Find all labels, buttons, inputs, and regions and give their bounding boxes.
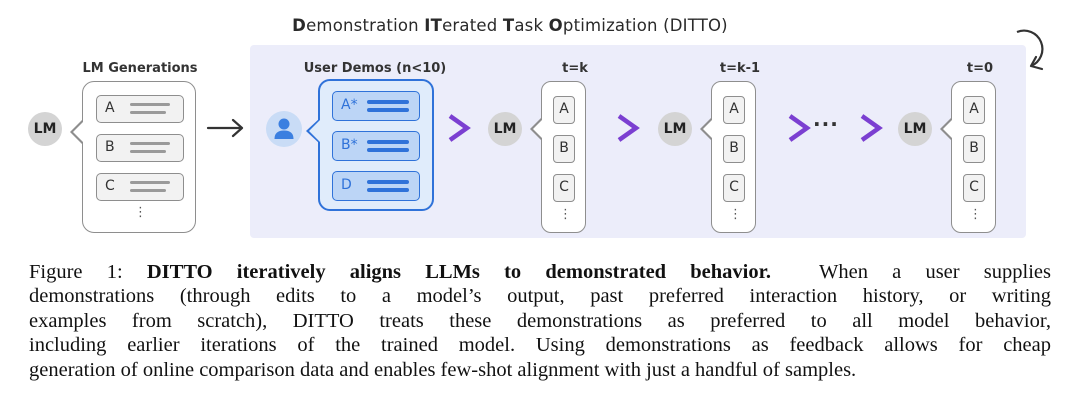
item-letter: C xyxy=(105,178,115,194)
ellipsis-icon: ⋮ xyxy=(559,207,572,222)
text-line xyxy=(367,140,409,144)
iteration-bubble: A B C ⋮ xyxy=(530,81,586,233)
demo-item: A* xyxy=(332,91,420,121)
caption-bold: DITTO iteratively aligns LLMs to demonst… xyxy=(146,261,771,283)
iteration-item: B xyxy=(553,135,575,163)
caption-prefix: Figure 1: xyxy=(29,261,147,283)
title-part: ptimization (DITTO) xyxy=(562,16,728,35)
caption-line: Figure 1: DITTO iteratively aligns LLMs … xyxy=(29,260,1051,284)
ellipsis-icon: ⋮ xyxy=(969,207,982,222)
iteration-label: t=0 xyxy=(966,61,994,76)
title-part: O xyxy=(548,16,563,35)
text-line xyxy=(130,150,166,153)
lm-node: LM xyxy=(28,112,62,146)
generation-item: C xyxy=(96,173,184,201)
more-iterations-dots: ··· xyxy=(813,112,839,136)
iteration-item: C xyxy=(963,174,985,202)
caption-line: demonstrations (through edits to a model… xyxy=(29,285,1051,308)
demo-item: B* xyxy=(332,131,420,161)
text-line xyxy=(367,180,409,184)
user-demos-label: User Demos (n<10) xyxy=(303,61,447,76)
iteration-label: t=k-1 xyxy=(719,61,761,76)
iteration-item: B xyxy=(963,135,985,163)
lm-generations-bubble: A B C ⋮ xyxy=(70,81,196,233)
title-part: D xyxy=(292,16,307,35)
caption-line: examples from scratch), DITTO treats the… xyxy=(29,309,1051,332)
right-arrow-icon xyxy=(206,118,244,138)
user-demos-bubble: A* B* D xyxy=(306,79,434,211)
chevron-right-icon xyxy=(448,114,471,142)
generation-item: B xyxy=(96,134,184,162)
lm-node: LM xyxy=(488,112,522,146)
text-line xyxy=(130,103,170,106)
caption-line1-rest: When a user supplies xyxy=(819,261,1051,283)
text-line xyxy=(367,100,409,104)
iteration-label: t=k xyxy=(562,61,588,76)
chevron-right-icon xyxy=(788,114,811,142)
title-part: ask xyxy=(514,16,549,35)
ellipsis-icon: ⋮ xyxy=(729,207,742,222)
title-part: IT xyxy=(424,16,443,35)
title-part: emonstration xyxy=(306,16,425,35)
iteration-bubble: A B C ⋮ xyxy=(700,81,756,233)
iteration-item: A xyxy=(963,96,985,124)
caption-line: generation of online comparison data and… xyxy=(29,358,857,381)
generation-item: A xyxy=(96,95,184,123)
text-line xyxy=(367,108,409,112)
diagram-title: Demonstration ITerated Task Optimization… xyxy=(255,16,765,35)
text-line xyxy=(130,189,166,192)
item-letter: A* xyxy=(341,97,358,113)
text-line xyxy=(367,148,409,152)
demo-item: D xyxy=(332,171,420,201)
text-line xyxy=(130,181,170,184)
iteration-item: A xyxy=(553,96,575,124)
iteration-item: A xyxy=(723,96,745,124)
chevron-right-icon xyxy=(860,114,883,142)
title-part: T xyxy=(502,16,515,35)
user-icon xyxy=(266,111,302,147)
cycle-arrow-icon xyxy=(1016,29,1044,71)
iteration-item: C xyxy=(723,174,745,202)
item-letter: B xyxy=(105,139,115,155)
lm-node: LM xyxy=(898,112,932,146)
caption-line: including earlier iterations of the trai… xyxy=(29,334,1051,357)
iteration-item: B xyxy=(723,135,745,163)
item-letter: D xyxy=(341,177,352,193)
lm-generations-label: LM Generations xyxy=(82,61,198,76)
text-line xyxy=(367,188,409,192)
item-letter: A xyxy=(105,100,115,116)
iteration-item: C xyxy=(553,174,575,202)
text-line xyxy=(130,111,166,114)
lm-node: LM xyxy=(658,112,692,146)
item-letter: B* xyxy=(341,137,358,153)
text-line xyxy=(130,142,170,145)
iteration-bubble: A B C ⋮ xyxy=(940,81,996,233)
title-part: erated xyxy=(442,16,503,35)
ellipsis-icon: ⋮ xyxy=(134,205,147,220)
figure-caption: Figure 1: DITTO iteratively aligns LLMs … xyxy=(29,260,1051,382)
chevron-right-icon xyxy=(617,114,640,142)
